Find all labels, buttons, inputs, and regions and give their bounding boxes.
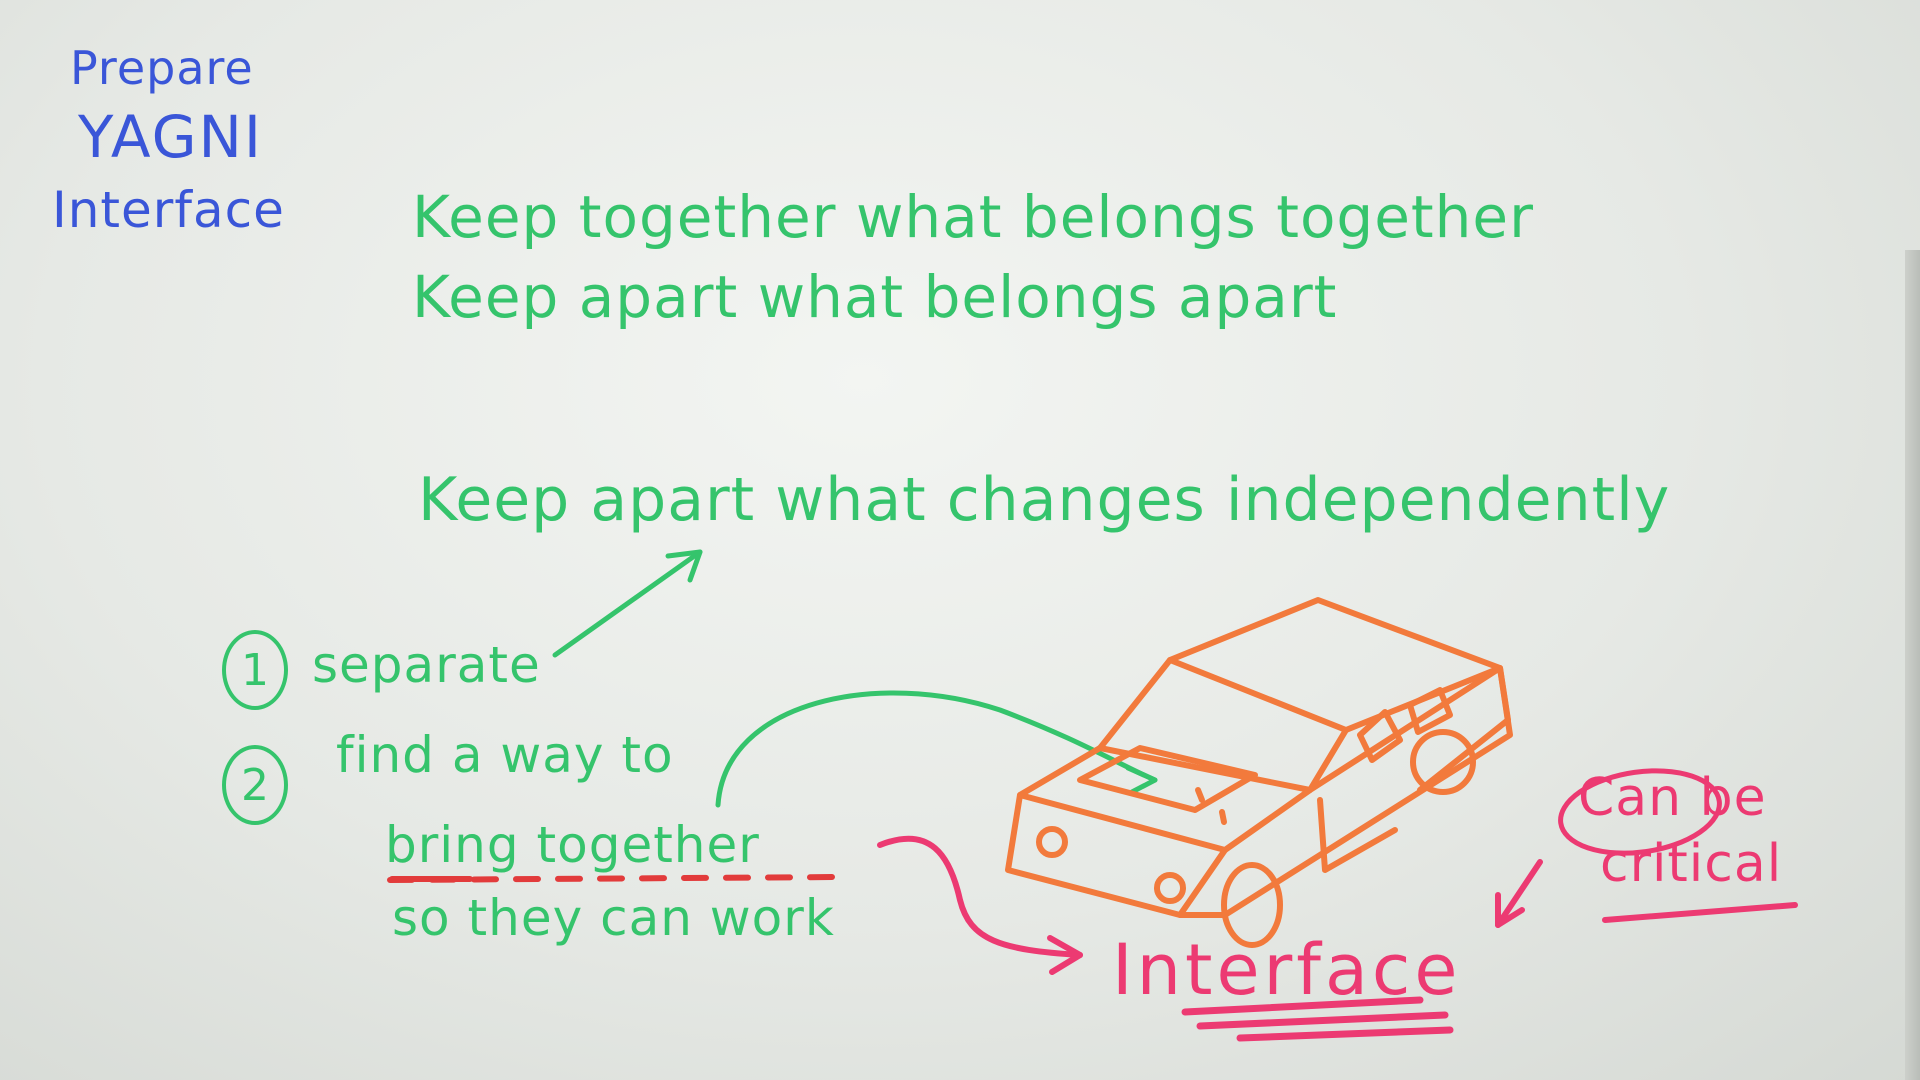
principle-keep-apart: Keep apart what belongs apart: [412, 263, 1338, 331]
green-arrow-to-car: [715, 690, 1158, 808]
underline-interface: [1181, 996, 1454, 1042]
note-prepare: Prepare: [70, 41, 254, 95]
circle-can: [1558, 768, 1722, 856]
note-interface: Interface: [52, 181, 285, 239]
step-number-2-text: 2: [241, 759, 269, 811]
principle-keep-together: Keep together what belongs together: [412, 183, 1534, 251]
board-frame-edge: [1905, 250, 1920, 1080]
step-number-1-text: 1: [241, 644, 269, 696]
pink-arrow-to-interface: [877, 835, 1083, 975]
note-critical: critical: [1600, 834, 1783, 894]
step-number-1: 1: [222, 630, 288, 710]
step-bring-together: bring together: [385, 816, 760, 874]
pink-arrow-from-note: [1495, 859, 1543, 928]
step-find-a-way: find a way to: [336, 726, 674, 784]
dashed-underline: [387, 874, 843, 883]
note-yagni: YAGNI: [78, 103, 264, 171]
step-separate: separate: [312, 636, 541, 694]
note-can-be: Can be: [1578, 768, 1767, 828]
principle-keep-apart-changes: Keep apart what changes independently: [418, 465, 1671, 535]
car-sketch-icon: [1005, 597, 1513, 948]
interface-label: Interface: [1112, 929, 1462, 1011]
green-arrow-up: [552, 549, 703, 658]
step-number-2: 2: [222, 745, 288, 825]
step-so-they-can-work: so they can work: [392, 889, 835, 947]
underline-critical: [1602, 902, 1798, 923]
